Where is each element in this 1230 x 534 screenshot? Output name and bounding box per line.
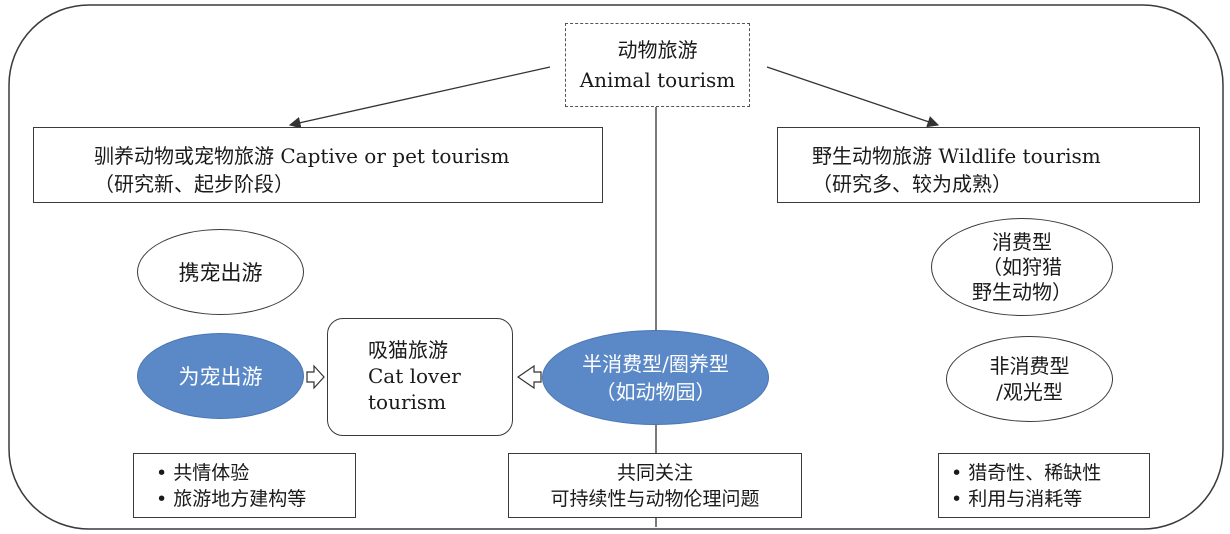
note-place-construction: 旅游地方建构等 (156, 486, 355, 512)
shared-concern-detail: 可持续性与动物伦理问题 (550, 487, 760, 510)
cat-tourism-en-1: Cat lover (368, 364, 461, 388)
travel-for-pet-node: 为宠出游 (137, 333, 304, 419)
note-novelty-scarcity: 猎奇性、稀缺性 (951, 460, 1149, 486)
shared-concern-node: 共同关注 可持续性与动物伦理问题 (508, 453, 802, 518)
root-label-zh: 动物旅游 (617, 38, 698, 62)
semi-consumptive-line1: 半消费型/圈养型 (582, 351, 729, 376)
travel-for-pet-label: 为宠出游 (178, 365, 263, 389)
root-node-animal-tourism: 动物旅游 Animal tourism (565, 23, 750, 107)
wildlife-note: （研究多、较为成熟） (812, 172, 1012, 196)
wildlife-title: 野生动物旅游 Wildlife tourism (812, 144, 1101, 168)
arrow-to-captive (288, 66, 551, 129)
semi-consumptive-captive-node: 半消费型/圈养型 （如动物园） (542, 330, 769, 425)
cat-tourism-zh: 吸猫旅游 (368, 338, 448, 362)
travel-with-pet-label: 携宠出游 (178, 261, 263, 285)
non-consumptive-line2: /观光型 (996, 380, 1063, 404)
consumptive-line3: 野生动物） (972, 279, 1072, 304)
root-label-en: Animal tourism (579, 68, 736, 92)
cat-lover-tourism-node: 吸猫旅游 Cat lover tourism (327, 318, 513, 436)
captive-title: 驯养动物或宠物旅游 Captive or pet tourism (94, 144, 510, 168)
non-consumptive-line1: 非消费型 (989, 354, 1070, 378)
note-empathy-experience: 共情体验 (156, 460, 355, 486)
outer-frame (8, 4, 1224, 530)
non-consumptive-node: 非消费型 /观光型 (946, 336, 1113, 422)
semi-consumptive-line2: （如动物园） (595, 379, 716, 404)
wildlife-tourism-notes: 猎奇性、稀缺性 利用与消耗等 (938, 453, 1150, 518)
cat-tourism-en-2: tourism (368, 390, 447, 414)
captive-note: （研究新、起步阶段） (94, 172, 294, 196)
consumptive-line1: 消费型 (992, 229, 1052, 254)
wildlife-tourism-node: 野生动物旅游 Wildlife tourism （研究多、较为成熟） (777, 127, 1200, 203)
pet-tourism-notes: 共情体验 旅游地方建构等 (133, 453, 356, 518)
note-use-consumption: 利用与消耗等 (951, 486, 1149, 512)
shared-concern-title: 共同关注 (616, 461, 693, 484)
consumptive-line2: （如狩猎 (982, 254, 1062, 279)
captive-pet-tourism-node: 驯养动物或宠物旅游 Captive or pet tourism （研究新、起步… (33, 127, 603, 203)
arrow-to-wildlife (766, 66, 940, 128)
travel-with-pet-node: 携宠出游 (137, 229, 304, 315)
consumptive-node: 消费型 （如狩猎 野生动物） (931, 218, 1113, 316)
hollow-arrow-from-semi (516, 364, 542, 390)
hollow-arrow-to-cat (306, 364, 325, 390)
